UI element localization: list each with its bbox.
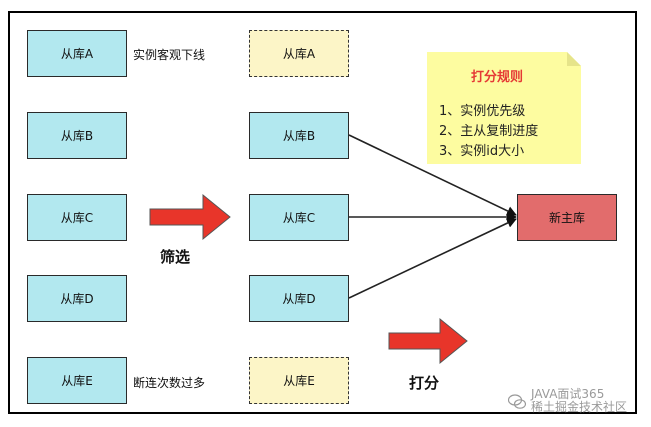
sticky-note-shape [427, 52, 581, 164]
connector-b-to-master [348, 134, 517, 216]
middle-slave-c-label: 从库C [282, 211, 316, 225]
left-slave-b: 从库B [27, 112, 127, 159]
note-objective-offline: 实例客观下线 [133, 48, 206, 62]
left-slave-e-label: 从库E [61, 374, 93, 388]
middle-slave-b: 从库B [249, 112, 349, 159]
middle-slave-e-excluded: 从库E [249, 357, 349, 404]
middle-slave-e-label: 从库E [283, 374, 315, 388]
middle-slave-a-label: 从库A [282, 47, 316, 61]
score-label: 打分 [409, 374, 440, 392]
left-slave-b-label: 从库B [60, 129, 94, 143]
scoring-rules-title: 打分规则 [470, 70, 523, 85]
watermark-line-2: 稀土掘金技术社区 [531, 400, 628, 414]
left-slave-c: 从库C [27, 194, 127, 241]
note-too-many-disconnects: 断连次数过多 [133, 376, 206, 390]
new-master: 新主库 [517, 194, 617, 241]
left-slave-d-label: 从库D [60, 292, 94, 306]
left-slave-d: 从库D [27, 275, 127, 322]
watermark: JAVA面试365 稀土掘金技术社区 [508, 388, 627, 414]
rule-replication-progress: 2、主从复制进度 [439, 124, 539, 139]
watermark-line-1: JAVA面试365 [531, 387, 605, 401]
diagram-frame [8, 11, 637, 414]
left-slave-a-label: 从库A [60, 47, 94, 61]
new-master-label: 新主库 [548, 211, 585, 225]
left-slave-e: 从库E [27, 357, 127, 404]
middle-slave-a-excluded: 从库A [249, 30, 349, 77]
left-slave-c-label: 从库C [60, 211, 94, 225]
scoring-rules-note: 打分规则 1、实例优先级 2、主从复制进度 3、实例id大小 [427, 52, 581, 164]
middle-slave-d: 从库D [249, 275, 349, 322]
middle-slave-c: 从库C [249, 194, 349, 241]
middle-slave-b-label: 从库B [282, 129, 316, 143]
middle-slave-d-label: 从库D [282, 292, 316, 306]
filter-label: 筛选 [160, 248, 191, 266]
left-slave-a: 从库A [27, 30, 127, 77]
rule-priority: 1、实例优先级 [439, 104, 526, 119]
rule-instance-id: 3、实例id大小 [439, 144, 525, 159]
connector-d-to-master [348, 218, 517, 299]
wechat-icon [508, 394, 526, 409]
